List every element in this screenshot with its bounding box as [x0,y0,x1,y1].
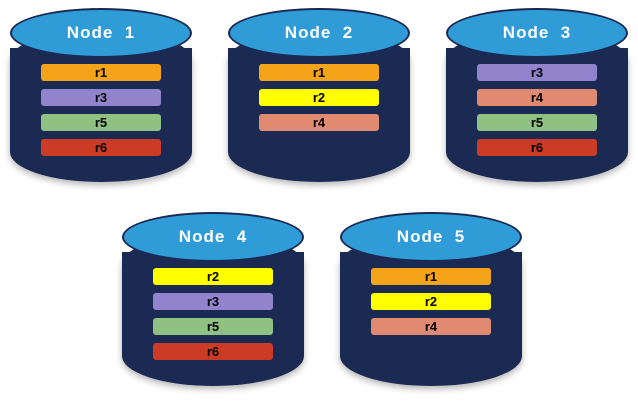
cylinder-top-ellipse [122,212,304,262]
replica-r1[interactable]: r1 [371,268,491,285]
replica-r4[interactable]: r4 [371,318,491,335]
cylinder-top-ellipse [446,8,628,58]
node-2[interactable]: Node 2 r1 r2 r4 [228,8,410,190]
node-5-replica-stack: r1 r2 r4 [371,268,491,335]
replica-r6[interactable]: r6 [41,139,161,156]
replica-r1[interactable]: r1 [41,64,161,81]
node-1-label: Node 1 [66,23,136,42]
replica-r2[interactable]: r2 [371,293,491,310]
node-5[interactable]: Node 5 r1 r2 r4 [340,212,522,394]
cylinder-top-ellipse [340,212,522,262]
replica-r3[interactable]: r3 [477,64,597,81]
node-3-replica-stack: r3 r4 r5 r6 [477,64,597,156]
replica-r2[interactable]: r2 [259,89,379,106]
node-3[interactable]: Node 3 r3 r4 r5 r6 [446,8,628,190]
replica-r3[interactable]: r3 [153,293,273,310]
replica-r2[interactable]: r2 [153,268,273,285]
replica-r6[interactable]: r6 [153,343,273,360]
node-4-label: Node 4 [178,227,248,246]
replica-r4[interactable]: r4 [259,114,379,131]
node-2-label: Node 2 [284,23,354,42]
replica-r6[interactable]: r6 [477,139,597,156]
replica-r5[interactable]: r5 [41,114,161,131]
replica-r5[interactable]: r5 [477,114,597,131]
cylinder-top-ellipse [228,8,410,58]
node-4-replica-stack: r2 r3 r5 r6 [153,268,273,360]
node-1[interactable]: Node 1 r1 r3 r5 r6 [10,8,192,190]
replica-r5[interactable]: r5 [153,318,273,335]
node-3-label: Node 3 [502,23,572,42]
node-2-replica-stack: r1 r2 r4 [259,64,379,131]
replica-r1[interactable]: r1 [259,64,379,81]
node-4[interactable]: Node 4 r2 r3 r5 r6 [122,212,304,394]
replica-r3[interactable]: r3 [41,89,161,106]
node-1-replica-stack: r1 r3 r5 r6 [41,64,161,156]
node-5-label: Node 5 [396,227,466,246]
cylinder-top-ellipse [10,8,192,58]
replica-r4[interactable]: r4 [477,89,597,106]
